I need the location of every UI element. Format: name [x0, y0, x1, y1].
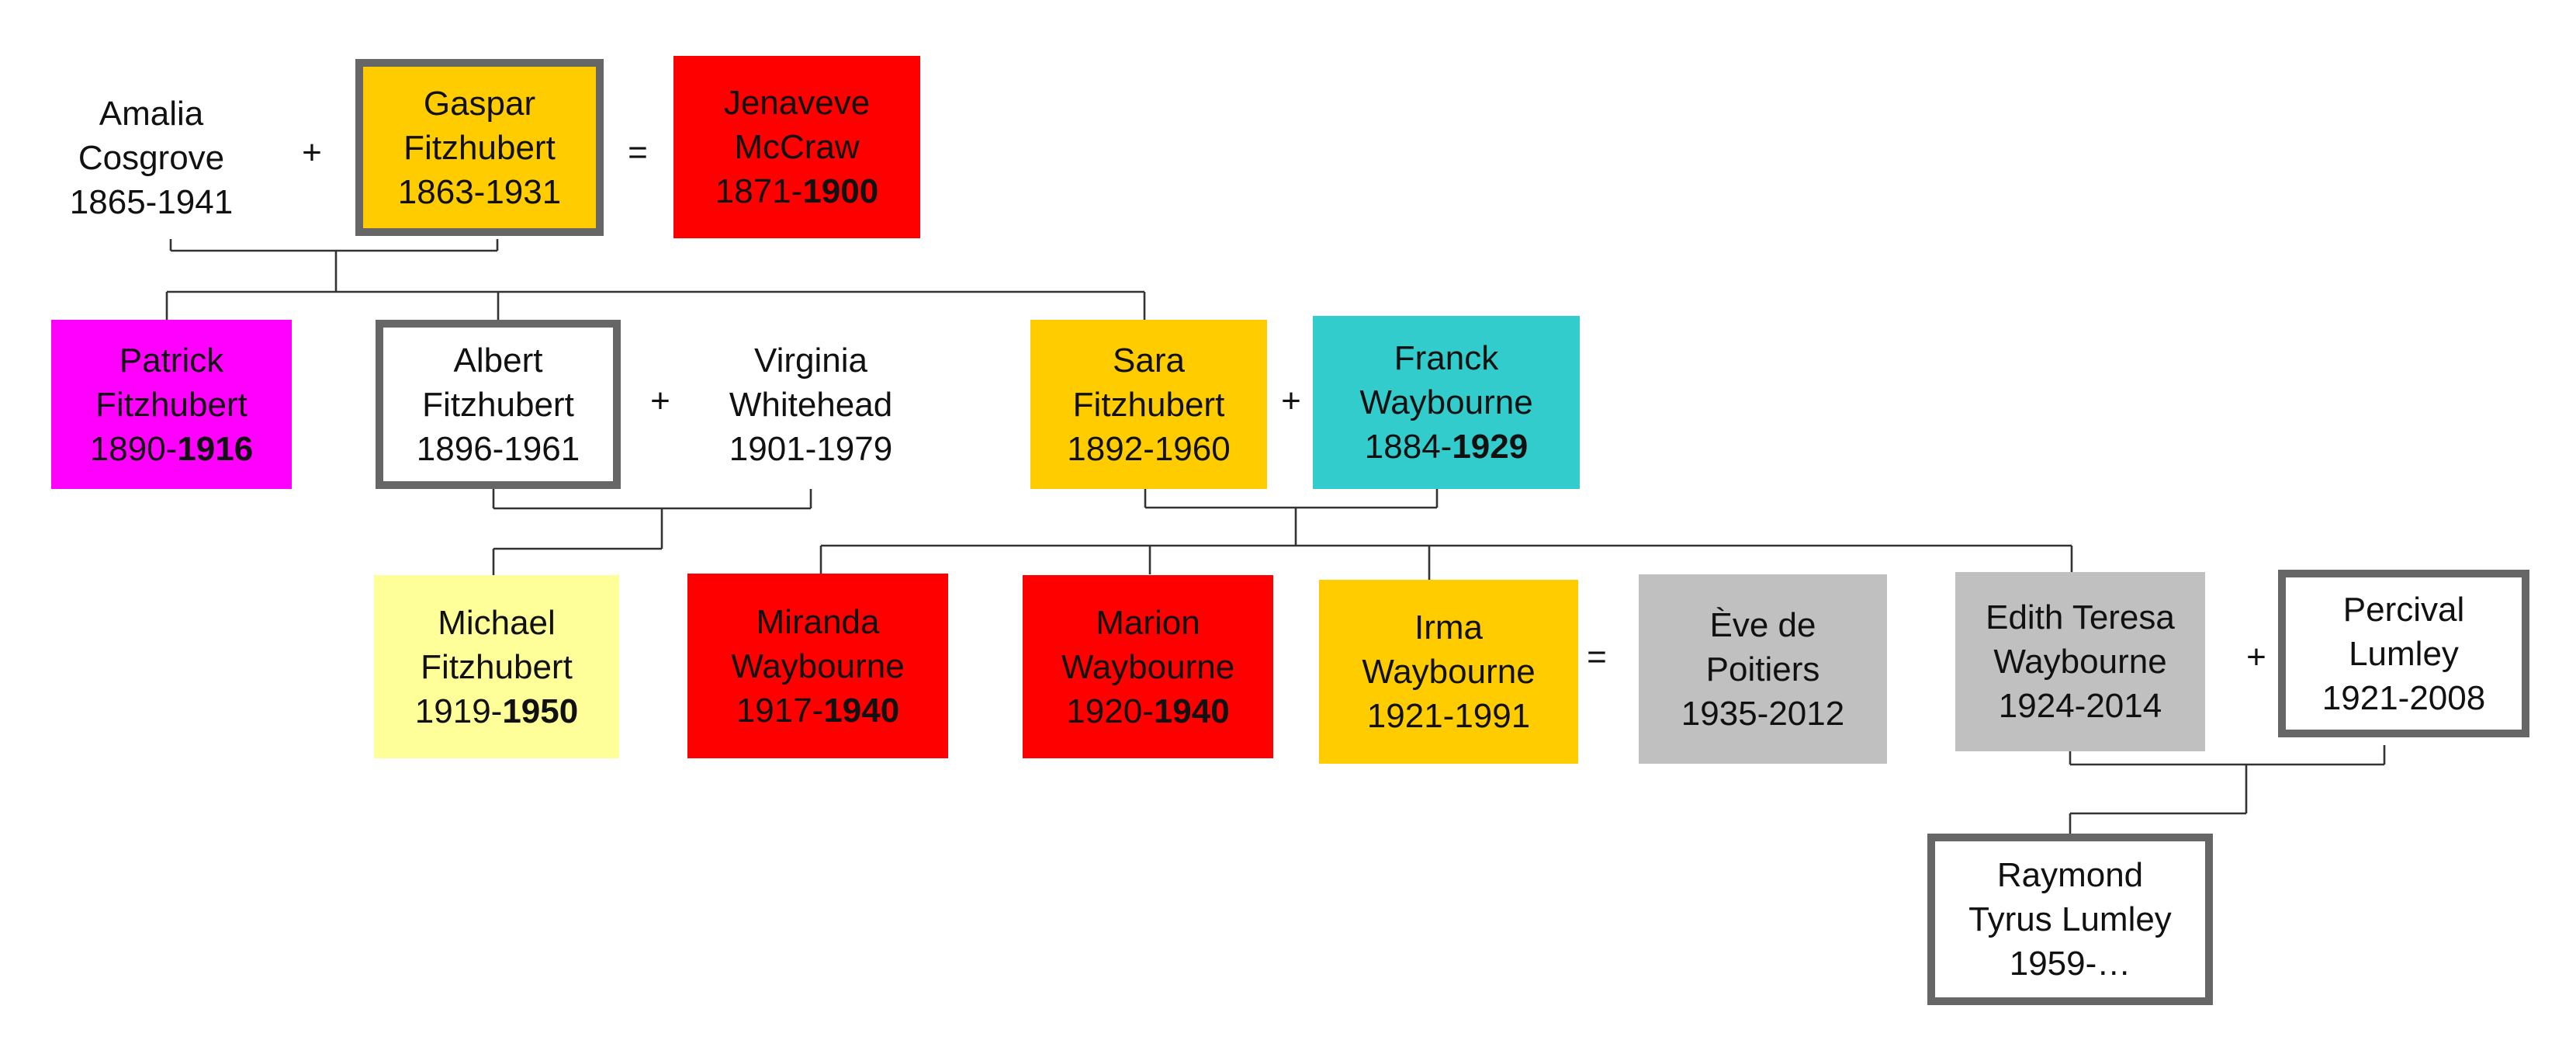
person-years: 1917-1940 [736, 691, 900, 730]
person-years: 1919-1950 [414, 692, 579, 730]
person-eve-de-poitiers: Ève de Poitiers 1935-2012 [1639, 574, 1887, 764]
person-years: 1865-1941 [69, 182, 234, 221]
person-first-line: Patrick [119, 341, 224, 380]
person-second-line: Fitzhubert [422, 385, 574, 424]
person-percival-lumley: Percival Lumley 1921-2008 [2278, 570, 2529, 737]
person-second-line: Waybourne [1362, 653, 1536, 691]
person-first-line: Marion [1096, 603, 1200, 642]
person-second-line: Fitzhubert [421, 647, 573, 686]
person-years: 1924-2014 [1998, 687, 2162, 725]
person-sara-fitzhubert: Sara Fitzhubert 1892-1960 [1030, 320, 1267, 489]
person-first-line: Franck [1394, 339, 1499, 377]
person-years: 1884-1929 [1364, 428, 1529, 466]
person-second-line: Waybourne [1061, 647, 1235, 686]
person-first-line: Miranda [756, 602, 880, 641]
person-first-line: Amalia [99, 94, 204, 133]
person-first-line: Jenaveve [723, 84, 871, 122]
person-second-line: Lumley [2349, 634, 2459, 673]
person-years: 1920-1940 [1066, 692, 1230, 730]
person-second-line: Fitzhubert [1072, 385, 1225, 424]
person-irma-waybourne: Irma Waybourne 1921-1991 [1319, 580, 1578, 764]
person-virginia-whitehead: Virginia Whitehead 1901-1979 [698, 320, 923, 489]
person-franck-waybourne: Franck Waybourne 1884-1929 [1313, 316, 1580, 489]
person-second-line: Fitzhubert [403, 128, 556, 167]
person-amalia-cosgrove: Amalia Cosgrove 1865-1941 [47, 80, 256, 235]
person-second-line: Waybourne [731, 647, 905, 685]
person-years: 1959-… [2009, 945, 2131, 983]
person-first-line: Ève de [1709, 605, 1816, 644]
person-second-line: Cosgrove [78, 138, 225, 177]
partner-sign: + [1281, 382, 1301, 420]
person-marion-waybourne: Marion Waybourne 1920-1940 [1023, 575, 1273, 758]
person-raymond-tyrus-lumley: Raymond Tyrus Lumley 1959-… [1927, 834, 2213, 1005]
partner-sign: + [650, 382, 670, 420]
person-jenaveve-mccraw: Jenaveve McCraw 1871-1900 [673, 56, 920, 238]
person-first-line: Raymond [1996, 856, 2144, 894]
person-first-line: Sara [1113, 341, 1185, 380]
person-first-line: Michael [438, 603, 556, 642]
person-years: 1871-1900 [715, 172, 879, 210]
person-albert-fitzhubert: Albert Fitzhubert 1896-1961 [376, 320, 621, 489]
person-first-line: Irma [1414, 609, 1483, 647]
person-first-line: Percival [2342, 590, 2465, 629]
person-second-line: Whitehead [729, 385, 893, 424]
person-first-line: Edith Teresa [1986, 598, 2175, 636]
person-first-line: Virginia [754, 341, 867, 380]
person-michael-fitzhubert: Michael Fitzhubert 1919-1950 [374, 575, 619, 758]
person-second-line: McCraw [734, 128, 860, 166]
person-second-line: Waybourne [1993, 643, 2167, 681]
partner-sign: + [302, 133, 322, 172]
person-second-line: Tyrus Lumley [1968, 900, 2172, 938]
person-second-line: Poitiers [1705, 650, 1820, 688]
person-years: 1935-2012 [1681, 694, 1845, 733]
person-gaspar-fitzhubert: Gaspar Fitzhubert 1863-1931 [355, 59, 604, 236]
person-years: 1892-1960 [1067, 429, 1231, 468]
person-years: 1901-1979 [729, 429, 893, 468]
person-years: 1863-1931 [397, 172, 562, 211]
person-years: 1921-1991 [1366, 697, 1531, 735]
person-years: 1896-1961 [416, 429, 580, 468]
partner-sign: = [1587, 638, 1607, 676]
person-years: 1890-1916 [89, 429, 254, 468]
person-years: 1921-2008 [2322, 678, 2486, 717]
partner-sign: = [628, 133, 648, 172]
person-second-line: Fitzhubert [95, 385, 248, 424]
person-patrick-fitzhubert: Patrick Fitzhubert 1890-1916 [51, 320, 292, 489]
partner-sign: + [2246, 638, 2266, 676]
person-first-line: Gaspar [423, 84, 536, 123]
person-second-line: Waybourne [1359, 383, 1533, 421]
person-first-line: Albert [453, 341, 543, 380]
person-edith-teresa-waybourne: Edith Teresa Waybourne 1924-2014 [1955, 572, 2205, 751]
person-miranda-waybourne: Miranda Waybourne 1917-1940 [687, 574, 948, 758]
